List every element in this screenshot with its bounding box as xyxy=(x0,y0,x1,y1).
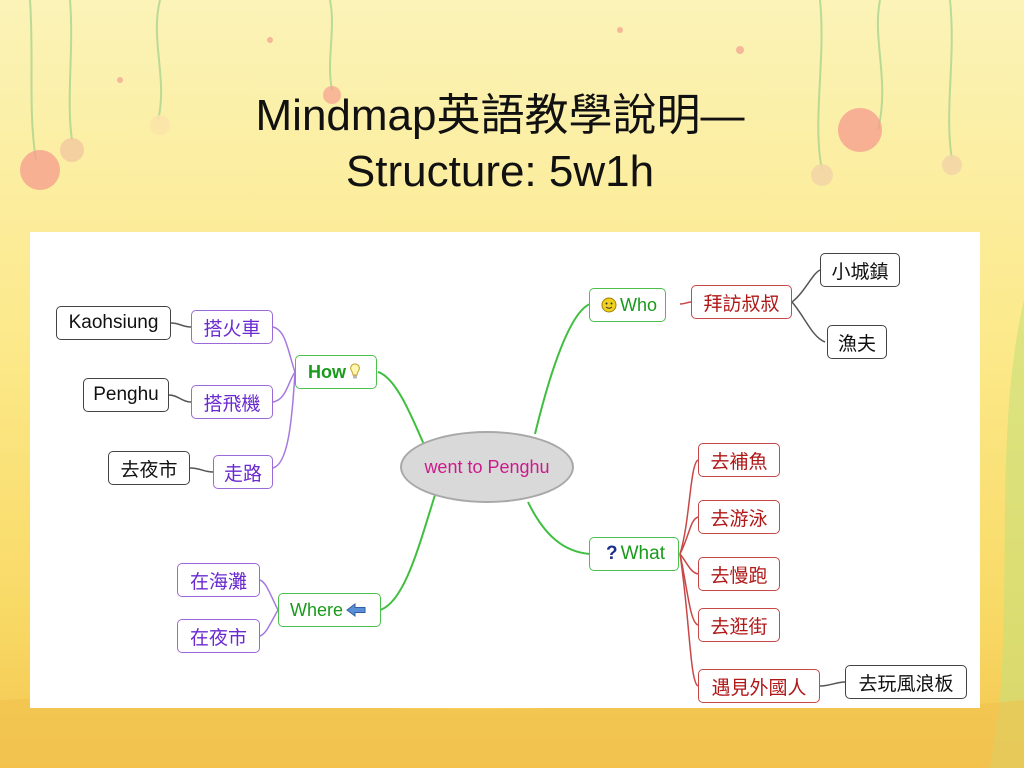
branch-how-label: How xyxy=(308,361,346,382)
where-item-nightmarket-label: 在夜市 xyxy=(189,627,247,649)
who-item-visit-uncle-label: 拜訪叔叔 xyxy=(703,293,780,315)
how-item-plane-label: 搭飛機 xyxy=(203,393,261,415)
edge-note-penghu xyxy=(168,394,192,403)
edge-center-where xyxy=(379,494,436,611)
edge-note-fisherman xyxy=(791,301,826,343)
what-item-shopping-label: 去逛街 xyxy=(710,616,768,638)
branch-what-label: What xyxy=(620,543,665,564)
note-fisherman: 漁夫 xyxy=(827,325,887,359)
how-item-train: 搭火車 xyxy=(191,310,273,344)
question-mark-icon: ? xyxy=(606,543,618,564)
branch-what: ? What xyxy=(589,537,679,571)
slide-title: Mindmap英語教學說明— Structure: 5w1h xyxy=(150,88,850,200)
note-nightmarket-label: 去夜市 xyxy=(120,459,178,481)
edge-how-3 xyxy=(272,371,296,469)
where-item-beach: 在海灘 xyxy=(177,563,260,597)
slide-title-line2: Structure: 5w1h xyxy=(345,147,655,196)
what-item-fishing-label: 去補魚 xyxy=(710,451,768,473)
lightbulb-icon xyxy=(349,363,361,381)
how-item-walk: 走路 xyxy=(213,455,273,489)
note-windsurfing-label: 去玩風浪板 xyxy=(858,673,954,695)
how-item-walk-label: 走路 xyxy=(223,463,262,485)
center-node-label: went to Penghu xyxy=(424,456,550,477)
what-item-meet-foreigners-label: 遇見外國人 xyxy=(711,677,807,699)
branch-who-label: Who xyxy=(619,294,657,315)
edge-note-town xyxy=(791,269,821,303)
edge-where-2 xyxy=(259,609,279,637)
what-item-meet-foreigners: 遇見外國人 xyxy=(698,669,820,703)
edge-what-3 xyxy=(679,553,699,575)
branch-where: Where xyxy=(278,593,381,627)
slide-title-line1: Mindmap英語教學說明— xyxy=(255,91,745,140)
note-kaohsiung-label: Kaohsiung xyxy=(68,312,159,333)
branch-who: Who xyxy=(589,288,666,322)
branch-where-label: Where xyxy=(289,599,343,620)
edge-how-2 xyxy=(272,371,296,403)
note-windsurfing: 去玩風浪板 xyxy=(845,665,967,699)
edge-note-kaohsiung xyxy=(170,322,192,328)
note-kaohsiung: Kaohsiung xyxy=(56,306,171,340)
note-fisherman-label: 漁夫 xyxy=(837,333,876,355)
edge-what-5 xyxy=(679,553,699,687)
note-nightmarket: 去夜市 xyxy=(108,451,190,485)
note-penghu: Penghu xyxy=(83,378,169,412)
edge-what-1 xyxy=(679,459,699,555)
edge-what-2 xyxy=(679,516,699,555)
arrow-left-icon xyxy=(346,603,366,617)
note-penghu-label: Penghu xyxy=(93,384,159,405)
what-item-shopping: 去逛街 xyxy=(698,608,780,642)
note-small-town: 小城鎮 xyxy=(820,253,900,287)
edge-where-1 xyxy=(259,579,279,611)
what-item-swimming-label: 去游泳 xyxy=(710,508,768,530)
edge-what-4 xyxy=(679,553,699,626)
what-item-fishing: 去補魚 xyxy=(698,443,780,477)
mindmap-center-node: went to Penghu xyxy=(400,431,574,503)
edge-note-windsurf xyxy=(819,681,846,687)
note-small-town-label: 小城鎮 xyxy=(831,261,889,283)
what-item-jogging: 去慢跑 xyxy=(698,557,780,591)
edge-how-1 xyxy=(272,326,296,373)
what-item-swimming: 去游泳 xyxy=(698,500,780,534)
branch-how: How xyxy=(295,355,377,389)
mindmap-panel: went to Penghu How 搭火車 搭飛機 走路 Kaohsiung … xyxy=(30,232,980,708)
how-item-train-label: 搭火車 xyxy=(203,318,261,340)
where-item-beach-label: 在海灘 xyxy=(189,571,247,593)
mindmap-connectors xyxy=(168,269,846,687)
edge-center-who xyxy=(534,303,591,435)
edge-center-what xyxy=(527,501,591,555)
smiley-icon xyxy=(601,297,617,313)
how-item-plane: 搭飛機 xyxy=(191,385,273,419)
edge-who-1 xyxy=(679,301,692,305)
who-item-visit-uncle: 拜訪叔叔 xyxy=(691,285,792,319)
what-item-jogging-label: 去慢跑 xyxy=(710,565,768,587)
edge-center-how xyxy=(377,371,426,448)
where-item-nightmarket: 在夜市 xyxy=(177,619,260,653)
edge-note-nightmarket xyxy=(189,467,214,473)
